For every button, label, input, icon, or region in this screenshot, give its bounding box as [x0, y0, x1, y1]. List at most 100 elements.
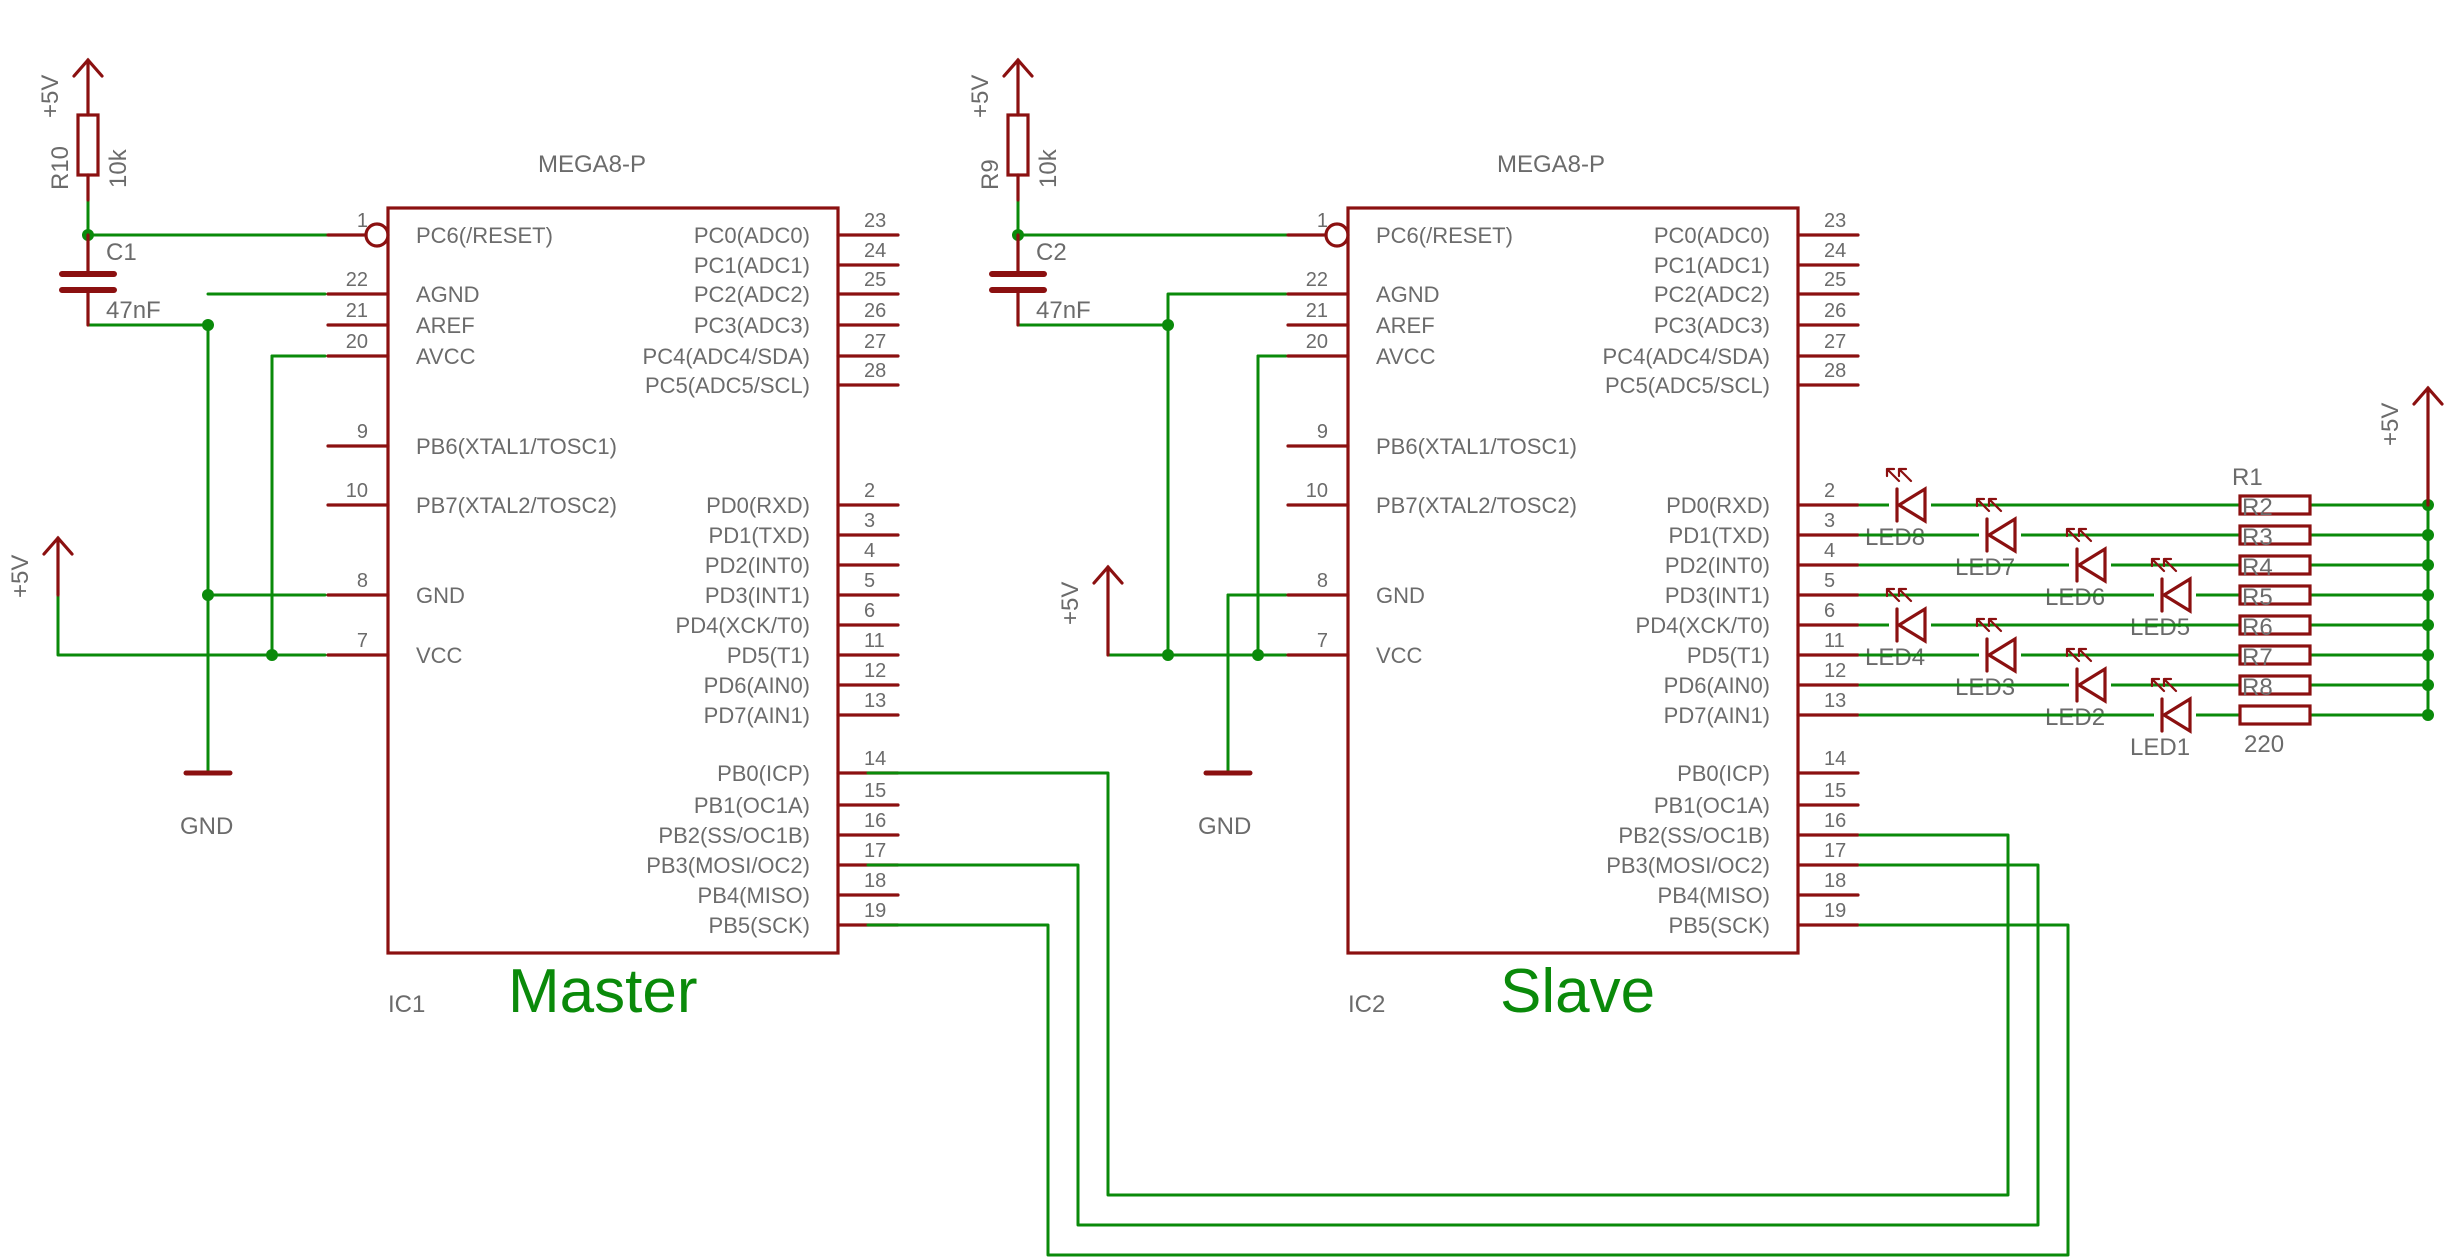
pin-name: PB6(XTAL1/TOSC1) — [1376, 434, 1577, 459]
pin-name: PB2(SS/OC1B) — [658, 823, 810, 848]
pin-name: PD3(INT1) — [705, 583, 810, 608]
pin-name: PD6(AIN0) — [1664, 673, 1770, 698]
capacitor-c2: C2 47nF — [989, 233, 1091, 327]
pin-name: AGND — [416, 282, 480, 307]
resistor — [2238, 584, 2312, 606]
pin-number: 2 — [864, 480, 875, 502]
pin-number: 15 — [864, 780, 886, 802]
resistor-r9: R9 10k — [977, 113, 1062, 202]
chip-role: Master — [508, 957, 697, 1026]
pin-name: PC6(/RESET) — [416, 223, 553, 248]
led-label: LED7 — [1955, 554, 2015, 581]
vcc-label: +5V — [2377, 403, 2404, 446]
junction — [1252, 649, 1264, 661]
pin-name: PD5(T1) — [1687, 643, 1770, 668]
pin-number: 9 — [1317, 421, 1328, 443]
resistor-name: R5 — [2242, 584, 2273, 611]
pin-number: 1 — [357, 210, 368, 232]
pin-name: PC4(ADC4/SDA) — [643, 344, 810, 369]
chip-ic1: MEGA8-P IC1 Master 1PC6(/RESET)22AGND21A… — [326, 151, 900, 1026]
pin-name: PB7(XTAL2/TOSC2) — [1376, 493, 1577, 518]
capacitor-c1: C1 47nF — [59, 233, 161, 327]
pin-number: 21 — [346, 300, 368, 322]
pin-number: 27 — [864, 331, 886, 353]
pin-number: 20 — [1306, 331, 1328, 353]
pin-name: PC2(ADC2) — [694, 282, 810, 307]
chip-id: IC2 — [1348, 991, 1385, 1018]
pin-name: PD0(RXD) — [706, 493, 810, 518]
pin-number: 12 — [1824, 660, 1846, 682]
r9-value: 10k — [1035, 148, 1062, 188]
gnd-symbol-master: GND — [180, 770, 233, 840]
pin-number: 25 — [1824, 269, 1846, 291]
pin-name: PB5(SCK) — [709, 913, 810, 938]
pin-name: PD7(AIN1) — [704, 703, 810, 728]
pin-number: 12 — [864, 660, 886, 682]
gnd-label: GND — [1198, 813, 1251, 840]
pin-number: 18 — [1824, 870, 1846, 892]
pin-number: 19 — [864, 900, 886, 922]
pin-name: PC1(ADC1) — [1654, 253, 1770, 278]
chip-part: MEGA8-P — [1497, 151, 1605, 178]
junction — [202, 589, 214, 601]
pin-number: 17 — [864, 840, 886, 862]
led-row: LED3 — [1858, 617, 2434, 701]
pin-number: 14 — [1824, 748, 1846, 770]
pin-number: 9 — [357, 421, 368, 443]
pin-number: 14 — [864, 748, 886, 770]
junction — [202, 319, 214, 331]
resistor-name: R4 — [2242, 554, 2273, 581]
resistor — [2238, 614, 2312, 636]
resistor-r10: R10 10k — [47, 113, 132, 202]
pin-name: PD0(RXD) — [1666, 493, 1770, 518]
pin-number: 10 — [1306, 480, 1328, 502]
resistor — [2238, 644, 2312, 666]
pin-name: PB4(MISO) — [1658, 883, 1770, 908]
pin-number: 28 — [864, 360, 886, 382]
led-label: LED2 — [2045, 704, 2105, 731]
chip-role: Slave — [1500, 957, 1655, 1026]
resistor — [2238, 674, 2312, 696]
pin-name: PD5(T1) — [727, 643, 810, 668]
pin-name: PD4(XCK/T0) — [1636, 613, 1770, 638]
pin-name: PB1(OC1A) — [1654, 793, 1770, 818]
pin-name: AREF — [416, 313, 475, 338]
pin-name: PB4(MISO) — [698, 883, 810, 908]
pin-name: PC0(ADC0) — [694, 223, 810, 248]
led-diode-icon — [1975, 617, 2021, 674]
led-diode-icon — [2150, 677, 2196, 734]
pin-number: 26 — [864, 300, 886, 322]
pin-number: 13 — [1824, 690, 1846, 712]
pin-name: PD1(TXD) — [1669, 523, 1770, 548]
pin-number: 4 — [1824, 540, 1835, 562]
pin-name: AREF — [1376, 313, 1435, 338]
vcc-label: +5V — [1057, 582, 1084, 625]
pin-number: 7 — [357, 630, 368, 652]
vcc-symbol-slave-reset: +5V — [967, 57, 1034, 118]
led-label: LED8 — [1865, 524, 1925, 551]
pin-number: 8 — [357, 570, 368, 592]
